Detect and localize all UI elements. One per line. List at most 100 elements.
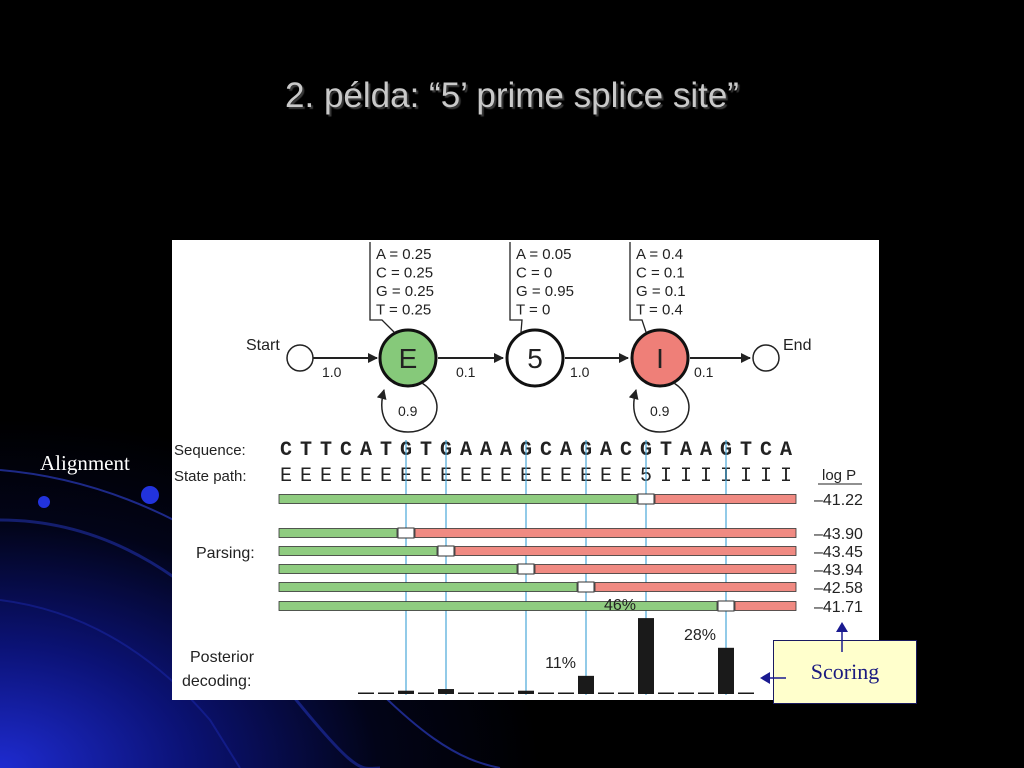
emission-prob-5: A = 0.05	[516, 246, 571, 263]
posterior-label: decoding:	[182, 673, 251, 690]
state-label-I: I	[656, 343, 664, 374]
sequence-base: T	[420, 439, 432, 462]
emission-prob-I: C = 0.1	[636, 265, 685, 282]
sequence-base: A	[780, 439, 792, 462]
state-path-char: I	[680, 465, 692, 488]
state-path-char: E	[540, 465, 552, 488]
parse-exon-segment	[278, 601, 718, 611]
posterior-value-label: 28%	[684, 627, 716, 644]
state-path-char: E	[380, 465, 392, 488]
sequence-base: A	[500, 439, 512, 462]
self-loop-prob: 0.9	[650, 403, 670, 419]
posterior-bar	[398, 690, 414, 694]
parse-exon-segment	[278, 494, 638, 504]
posterior-bar	[598, 692, 614, 694]
state-path-char: E	[600, 465, 612, 488]
emission-prob-E: A = 0.25	[376, 246, 431, 263]
decor-dot	[141, 486, 159, 504]
scoring-box: Scoring	[773, 640, 917, 704]
sequence-base: A	[460, 439, 472, 462]
posterior-value-label: 46%	[604, 597, 636, 614]
posterior-label: Posterior	[190, 649, 255, 666]
posterior-bar	[538, 692, 554, 694]
parsing-label: Parsing:	[196, 545, 255, 562]
parse-logp: –42.58	[814, 580, 863, 597]
sequence-base: T	[740, 439, 752, 462]
posterior-bar	[378, 692, 394, 694]
posterior-value-label: 11%	[545, 655, 576, 672]
parse-logp: –43.45	[814, 544, 863, 561]
posterior-bar	[418, 692, 434, 694]
sequence-base: T	[300, 439, 312, 462]
state-path-char: E	[460, 465, 472, 488]
sequence-base: A	[680, 439, 692, 462]
sequence-base: A	[360, 439, 372, 462]
sequence-base: C	[280, 439, 292, 462]
emission-box-bracket	[629, 242, 647, 333]
posterior-bar	[718, 647, 734, 694]
parse-exon-segment	[278, 582, 578, 592]
posterior-bar	[478, 692, 494, 694]
state-node-I	[630, 328, 690, 388]
state-path-char: E	[480, 465, 492, 488]
sequence-base: A	[480, 439, 492, 462]
sequence-base: C	[340, 439, 352, 462]
sequence-base: T	[380, 439, 392, 462]
parse-splice-box	[577, 581, 595, 593]
sequence-base: A	[600, 439, 612, 462]
parse-intron-segment	[454, 546, 797, 556]
parse-intron-segment	[654, 494, 797, 504]
state-path-char: E	[420, 465, 432, 488]
sequence-base: C	[760, 439, 772, 462]
emission-prob-E: C = 0.25	[376, 265, 433, 282]
end-node	[752, 344, 780, 372]
parse-exon-segment	[278, 546, 438, 556]
state-node-E	[378, 328, 438, 388]
transition-prob: 0.1	[456, 364, 476, 380]
state-path-char: I	[740, 465, 752, 488]
state-path-char: I	[780, 465, 792, 488]
transition-prob: 1.0	[570, 364, 590, 380]
state-path-char: E	[560, 465, 572, 488]
posterior-bar	[618, 692, 634, 694]
state-label-E: E	[399, 343, 418, 374]
state-path-char: E	[280, 465, 292, 488]
posterior-bar	[438, 689, 454, 694]
emission-prob-5: C = 0	[516, 265, 552, 282]
slide-title: 2. példa: “5’ prime splice site”	[285, 76, 739, 115]
state-path-char: E	[620, 465, 632, 488]
emission-prob-5: G = 0.95	[516, 283, 574, 300]
posterior-bar	[518, 690, 534, 694]
emission-prob-5: T = 0	[516, 302, 550, 319]
sequence-base: T	[320, 439, 332, 462]
parse-splice-box	[397, 527, 415, 539]
scoring-label: Scoring	[810, 659, 880, 684]
transition-prob: 1.0	[322, 364, 342, 380]
posterior-bar	[558, 692, 574, 694]
state-path-char: I	[700, 465, 712, 488]
parse-exon-segment	[278, 528, 398, 538]
emission-prob-I: G = 0.1	[636, 283, 686, 300]
parse-intron-segment	[534, 564, 797, 574]
logp-label: log P	[822, 467, 856, 484]
state-path-char: E	[360, 465, 372, 488]
parse-logp: –43.94	[814, 562, 863, 579]
state-path-char: I	[660, 465, 672, 488]
parse-logp: –43.90	[814, 526, 863, 543]
parse-intron-segment	[594, 582, 797, 592]
self-loop-prob: 0.9	[398, 403, 418, 419]
posterior-bar	[678, 692, 694, 694]
posterior-bar	[358, 692, 374, 694]
parse-intron-segment	[734, 601, 797, 611]
parse-intron-segment	[414, 528, 797, 538]
sequence-base: A	[700, 439, 712, 462]
state-path-char: I	[760, 465, 772, 488]
sequence-base: T	[660, 439, 672, 462]
state-path-char: E	[500, 465, 512, 488]
posterior-bar	[578, 675, 594, 694]
self-loop-arrow	[376, 382, 438, 433]
start-label: Start	[246, 337, 280, 354]
posterior-bar	[638, 618, 654, 694]
